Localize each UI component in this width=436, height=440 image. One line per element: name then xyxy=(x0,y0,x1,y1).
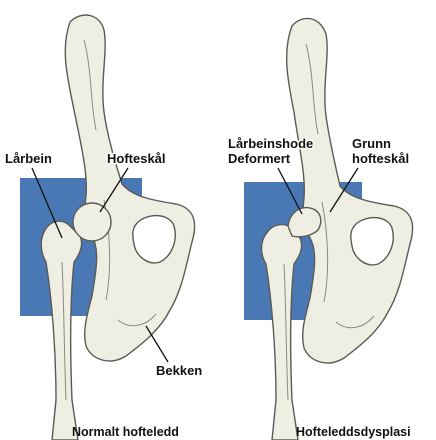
label-pelvis: Bekken xyxy=(156,363,202,378)
label-shallow-socket: hofteskål xyxy=(352,151,409,166)
normal-hip-panel: Lårbein Hofteskål Bekken Normalt hoftele… xyxy=(5,15,202,440)
leader-pelvis xyxy=(146,326,168,362)
normal-femur-head xyxy=(73,203,111,241)
label-deformed: Deformert xyxy=(228,151,291,166)
label-hip-socket: Hofteskål xyxy=(107,151,166,166)
dysplasia-panel: Lårbeinshode Deformert Grunn hofteskål H… xyxy=(228,18,413,440)
label-femur-head: Lårbeinshode xyxy=(228,136,313,151)
label-femur: Lårbein xyxy=(5,151,52,166)
caption-dysplasia: Hofteleddsdysplasi xyxy=(296,425,411,439)
normal-femur-bone xyxy=(41,221,81,440)
dysplasia-femur-bone xyxy=(262,225,302,440)
caption-normal-hip: Normalt hofteledd xyxy=(72,425,179,439)
label-shallow: Grunn xyxy=(352,136,391,151)
